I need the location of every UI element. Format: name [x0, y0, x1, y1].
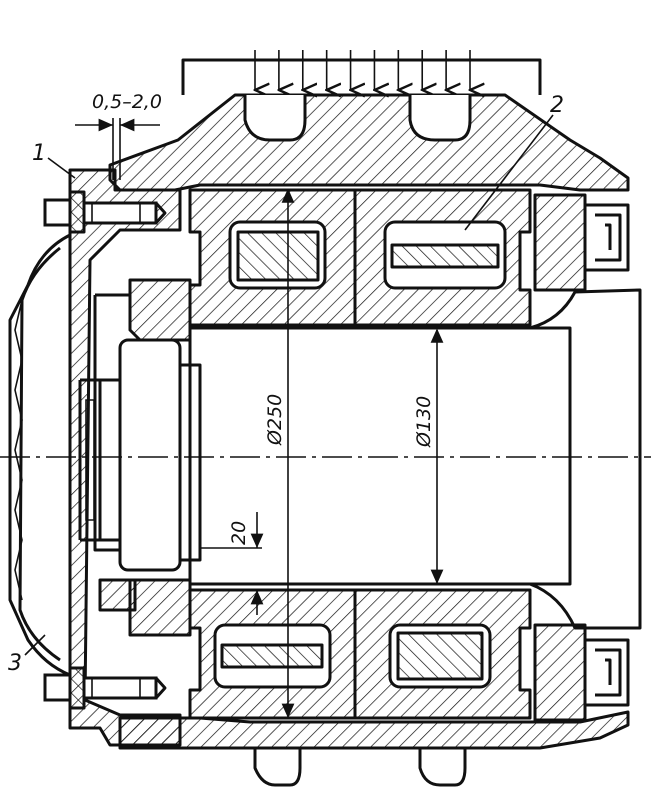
end-cover-inner	[18, 246, 61, 662]
shaft	[529, 288, 642, 630]
leader-2	[464, 114, 554, 231]
labyrinth-seal-bottom	[533, 623, 630, 722]
shaft-diameter-label: Ø130	[413, 396, 435, 448]
housing-bottom	[118, 710, 630, 750]
axle-nut-top	[128, 278, 192, 342]
roller-bottom-left-inner	[220, 643, 324, 669]
roller-top-left-inner	[236, 230, 320, 282]
part-label-3: 3	[8, 651, 22, 676]
outer-diameter-label: Ø250	[264, 394, 286, 446]
axle-body	[188, 326, 572, 586]
load-arrows	[255, 50, 470, 90]
housing-top-feet	[243, 95, 472, 142]
labyrinth-seal-top	[533, 193, 630, 292]
housing-bottom-feet	[253, 748, 467, 787]
roller-top-right-inner	[390, 243, 500, 269]
part-label-1: 1	[32, 141, 46, 166]
end-cover	[8, 233, 71, 677]
roller-bottom-right-inner	[396, 631, 484, 681]
part-label-2: 2	[550, 93, 564, 118]
end-cover-wave	[14, 299, 23, 601]
axle-nut-bottom	[128, 578, 192, 637]
leader-3	[24, 634, 46, 656]
washer-detail	[85, 399, 95, 521]
axle-end-plate	[98, 578, 137, 612]
clearance-label: 20	[228, 521, 250, 545]
leader-1	[47, 157, 76, 179]
gap-dimension: 0,5–2,0	[92, 91, 162, 113]
spring-washer	[78, 378, 120, 542]
load-indicator	[181, 50, 542, 95]
lock-nut	[118, 338, 182, 572]
top-bolt	[43, 190, 167, 234]
bottom-bolt	[43, 666, 167, 710]
